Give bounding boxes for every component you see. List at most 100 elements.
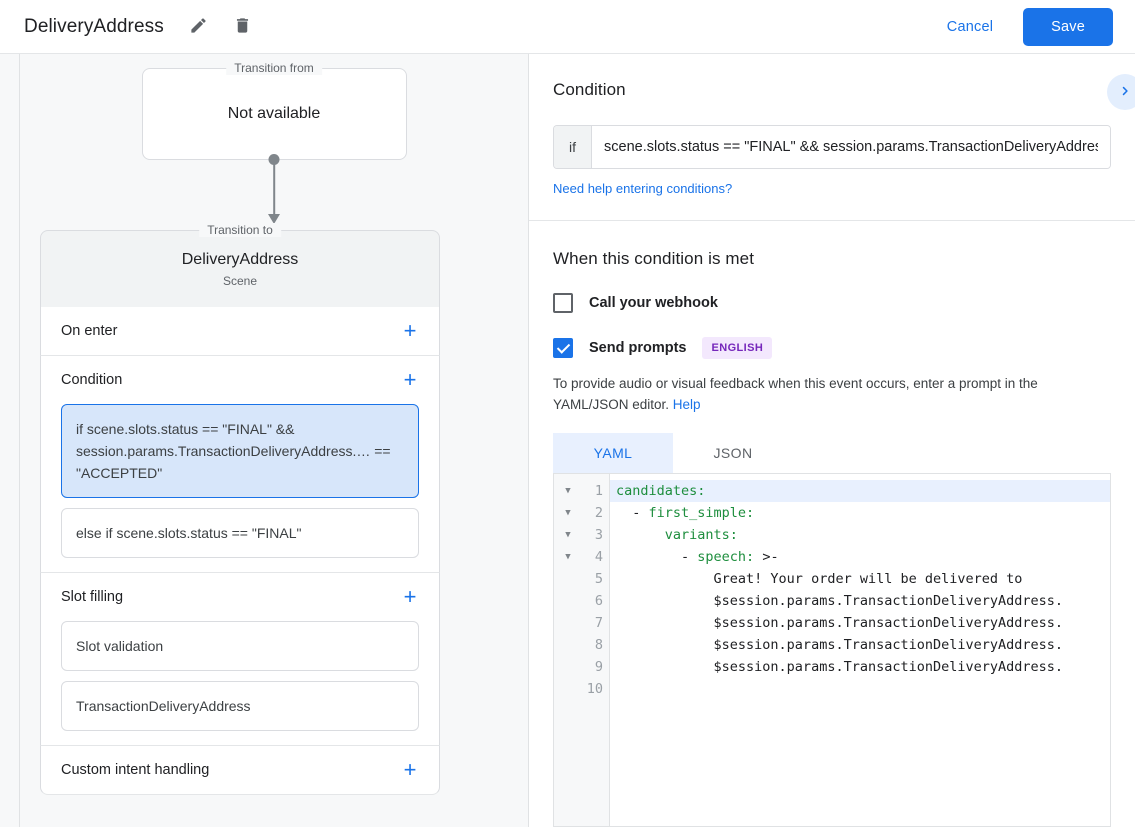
add-on-enter-icon[interactable]: + [403, 318, 417, 343]
list-item[interactable]: Slot validation [61, 621, 419, 671]
code-line[interactable]: $session.params.TransactionDeliveryAddre… [616, 593, 1064, 609]
editor-fold-column: ▼ ▼ ▼ ▼ [554, 474, 582, 826]
edit-button[interactable] [182, 10, 216, 44]
code-line[interactable]: $session.params.TransactionDeliveryAddre… [616, 615, 1064, 631]
line-number: 4 [594, 549, 603, 565]
transition-from-value: Not available [227, 105, 321, 122]
section-header-condition[interactable]: Condition + [41, 356, 439, 404]
transition-panel: Transition from Not available Transition… [20, 54, 529, 827]
help-link[interactable]: Help [672, 397, 701, 412]
list-item[interactable]: TransactionDeliveryAddress [61, 681, 419, 731]
transition-to-legend: Transition to [199, 223, 281, 237]
condition-help-link[interactable]: Need help entering conditions? [553, 181, 733, 196]
connector-dot [268, 154, 280, 165]
call-webhook-checkbox[interactable] [553, 293, 573, 313]
section-on-enter: On enter + [40, 307, 440, 356]
code-line[interactable]: variants: [664, 527, 738, 543]
webhook-row: Call your webhook [553, 293, 1111, 313]
condition-input[interactable] [592, 126, 1110, 168]
graph-connector [142, 154, 407, 230]
code-line[interactable]: Great! Your order will be delivered to [616, 571, 1023, 587]
condition-field-row: if [553, 125, 1111, 169]
fold-spacer [554, 612, 582, 634]
when-condition-met-heading: When this condition is met [553, 249, 755, 268]
editor-code-area[interactable]: candidates: - first_simple: variants: - … [610, 474, 1110, 826]
add-slot-filling-icon[interactable]: + [403, 584, 417, 609]
detail-panel: Condition if Need help entering conditio… [529, 54, 1135, 827]
pencil-icon [189, 16, 208, 38]
section-custom-intent-handling: Custom intent handling + [40, 746, 440, 795]
scene-header[interactable]: Transition to DeliveryAddress Scene [40, 223, 440, 307]
tab-yaml[interactable]: YAML [553, 433, 673, 473]
fold-toggle-icon[interactable]: ▼ [565, 508, 571, 518]
prompts-description: To provide audio or visual feedback when… [553, 373, 1111, 415]
prompts-description-text: To provide audio or visual feedback when… [553, 376, 1038, 412]
add-custom-intent-icon[interactable]: + [403, 757, 417, 782]
scene-type: Scene [222, 273, 258, 288]
transition-to-card: Transition to DeliveryAddress Scene On e… [40, 223, 440, 795]
section-label-condition: Condition [61, 372, 123, 388]
top-bar: DeliveryAddress Cancel Save [0, 0, 1135, 54]
condition-list: if scene.slots.status == "FINAL" && sess… [41, 404, 439, 572]
fold-spacer [554, 656, 582, 678]
condition-item-selected[interactable]: if scene.slots.status == "FINAL" && sess… [61, 404, 419, 498]
body-split: Transition from Not available Transition… [0, 54, 1135, 827]
fold-toggle-icon[interactable]: ▼ [565, 486, 571, 496]
code-line[interactable]: candidates: [610, 480, 1110, 502]
connector-line [273, 160, 275, 218]
fold-spacer [554, 568, 582, 590]
section-condition: Condition + if scene.slots.status == "FI… [40, 356, 440, 573]
section-label-on-enter: On enter [61, 323, 118, 339]
save-button[interactable]: Save [1023, 7, 1113, 46]
editor-line-numbers: 1 2 3 4 5 6 7 8 9 10 [582, 474, 610, 826]
line-number: 5 [594, 571, 603, 587]
code-line[interactable]: $session.params.TransactionDeliveryAddre… [616, 637, 1064, 653]
expand-panel-button[interactable] [1107, 74, 1135, 110]
language-badge: ENGLISH [702, 337, 773, 359]
cancel-button[interactable]: Cancel [933, 10, 1007, 44]
send-prompts-row: Send prompts ENGLISH [553, 337, 1111, 359]
left-rail-strip [0, 54, 20, 827]
condition-heading: Condition [553, 80, 626, 99]
fold-toggle-icon[interactable]: ▼ [565, 552, 571, 562]
scene-name: DeliveryAddress [181, 250, 299, 268]
call-webhook-label: Call your webhook [589, 295, 718, 311]
fold-spacer [554, 678, 582, 700]
send-prompts-checkbox[interactable] [553, 338, 573, 358]
if-prefix-label: if [554, 126, 592, 168]
line-number: 6 [594, 593, 603, 609]
chevron-right-icon [1116, 82, 1134, 103]
section-header-on-enter[interactable]: On enter + [41, 307, 439, 355]
tab-json[interactable]: JSON [673, 433, 793, 473]
condition-item[interactable]: else if scene.slots.status == "FINAL" [61, 508, 419, 558]
code-line[interactable]: - speech: >- [616, 549, 779, 565]
transition-from-card[interactable]: Transition from Not available [141, 61, 407, 160]
condition-met-section: When this condition is met Call your web… [529, 221, 1135, 827]
line-number: 10 [586, 681, 603, 697]
section-label-slot-filling: Slot filling [61, 589, 124, 605]
code-line[interactable]: - first_simple: [616, 505, 755, 521]
line-number: 3 [594, 527, 603, 543]
section-label-custom-intent: Custom intent handling [61, 762, 210, 778]
page-title: DeliveryAddress [24, 15, 164, 37]
line-number: 1 [594, 483, 603, 499]
section-header-slot-filling[interactable]: Slot filling + [41, 573, 439, 621]
line-number: 9 [594, 659, 603, 675]
line-number: 2 [594, 505, 603, 521]
transition-graph: Transition from Not available [20, 54, 528, 230]
add-condition-icon[interactable]: + [403, 367, 417, 392]
editor-format-tabs: YAML JSON [553, 433, 1111, 473]
send-prompts-label: Send prompts [589, 340, 687, 356]
line-number: 8 [594, 637, 603, 653]
code-line[interactable] [610, 678, 1110, 700]
section-slot-filling: Slot filling + Slot validation Transacti… [40, 573, 440, 746]
code-line[interactable]: $session.params.TransactionDeliveryAddre… [616, 659, 1064, 675]
trash-icon [233, 16, 252, 38]
line-number: 7 [594, 615, 603, 631]
section-header-custom-intent[interactable]: Custom intent handling + [41, 746, 439, 794]
prompt-code-editor[interactable]: ▼ ▼ ▼ ▼ 1 2 3 4 5 6 7 8 9 10 candidates: - first_sim… [553, 473, 1111, 827]
delete-button[interactable] [226, 10, 260, 44]
connector-arrow-icon [268, 214, 280, 224]
fold-toggle-icon[interactable]: ▼ [565, 530, 571, 540]
